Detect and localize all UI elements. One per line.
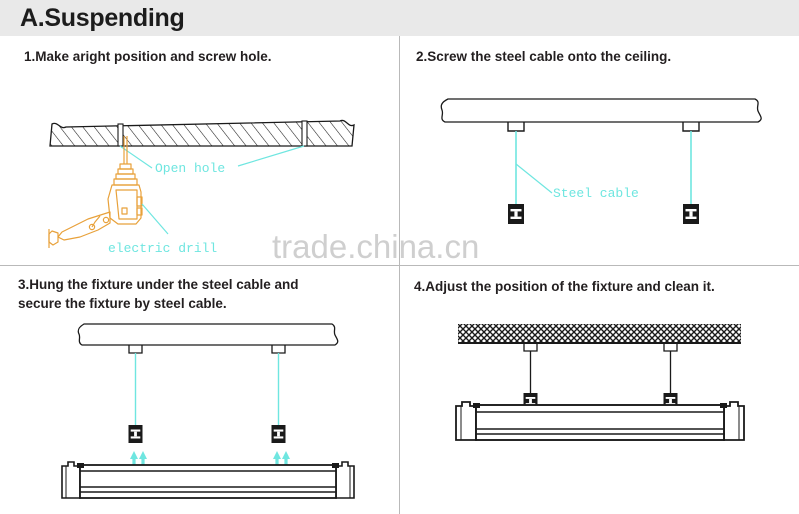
steel-cables bbox=[515, 131, 692, 206]
hatched-ceiling bbox=[49, 119, 355, 147]
panel-2-caption: 2.Screw the steel cable onto the ceiling… bbox=[416, 49, 672, 64]
ceiling-brackets bbox=[507, 122, 700, 132]
panel-4-adjust-clean: 4.Adjust the position of the fixture and… bbox=[400, 266, 799, 514]
steel-cables bbox=[134, 353, 280, 426]
ceiling-brackets bbox=[128, 345, 286, 354]
panel-2-screw-cable: 2.Screw the steel cable onto the ceiling… bbox=[400, 36, 799, 265]
leader-line-steel-cable bbox=[515, 163, 553, 194]
panel-3-caption: 3.Hung the fixture under the steel cable… bbox=[18, 277, 299, 311]
section-header-bar bbox=[0, 0, 799, 36]
panel-2-drawing: Steel cable bbox=[440, 98, 762, 224]
ceiling-slab bbox=[77, 323, 339, 346]
label-electric-drill: electric drill bbox=[108, 241, 217, 256]
ceiling-brackets bbox=[523, 343, 678, 352]
led-fixture-mounted bbox=[455, 401, 745, 441]
panel-1-caption: 1.Make aright position and screw hole. bbox=[24, 49, 272, 64]
panel-3-hang-fixture: 3.Hung the fixture under the steel cable… bbox=[0, 266, 399, 514]
leader-line-electric-drill bbox=[141, 203, 169, 235]
ceiling-slab bbox=[440, 98, 762, 123]
panel-1-make-position: 1.Make aright position and screw hole. bbox=[0, 36, 399, 265]
led-fixture bbox=[61, 461, 355, 499]
crosshatch-ceiling bbox=[458, 324, 741, 344]
cable-clamps bbox=[128, 425, 286, 443]
electric-drill-icon bbox=[48, 136, 143, 248]
steel-cables bbox=[529, 351, 672, 393]
leader-lines-open-hole bbox=[119, 145, 305, 169]
label-steel-cable: Steel cable bbox=[553, 186, 639, 201]
label-open-hole: Open hole bbox=[155, 161, 225, 176]
cable-clamps bbox=[508, 204, 699, 224]
up-arrows bbox=[130, 451, 290, 467]
horizontal-divider bbox=[0, 265, 799, 266]
page-title: A.Suspending bbox=[20, 4, 185, 32]
panel-4-caption: 4.Adjust the position of the fixture and… bbox=[414, 279, 715, 294]
vertical-divider bbox=[399, 36, 400, 514]
panel-1-drawing: Open hole bbox=[48, 119, 355, 256]
panel-4-drawing bbox=[455, 324, 745, 441]
panel-3-drawing bbox=[61, 323, 355, 499]
